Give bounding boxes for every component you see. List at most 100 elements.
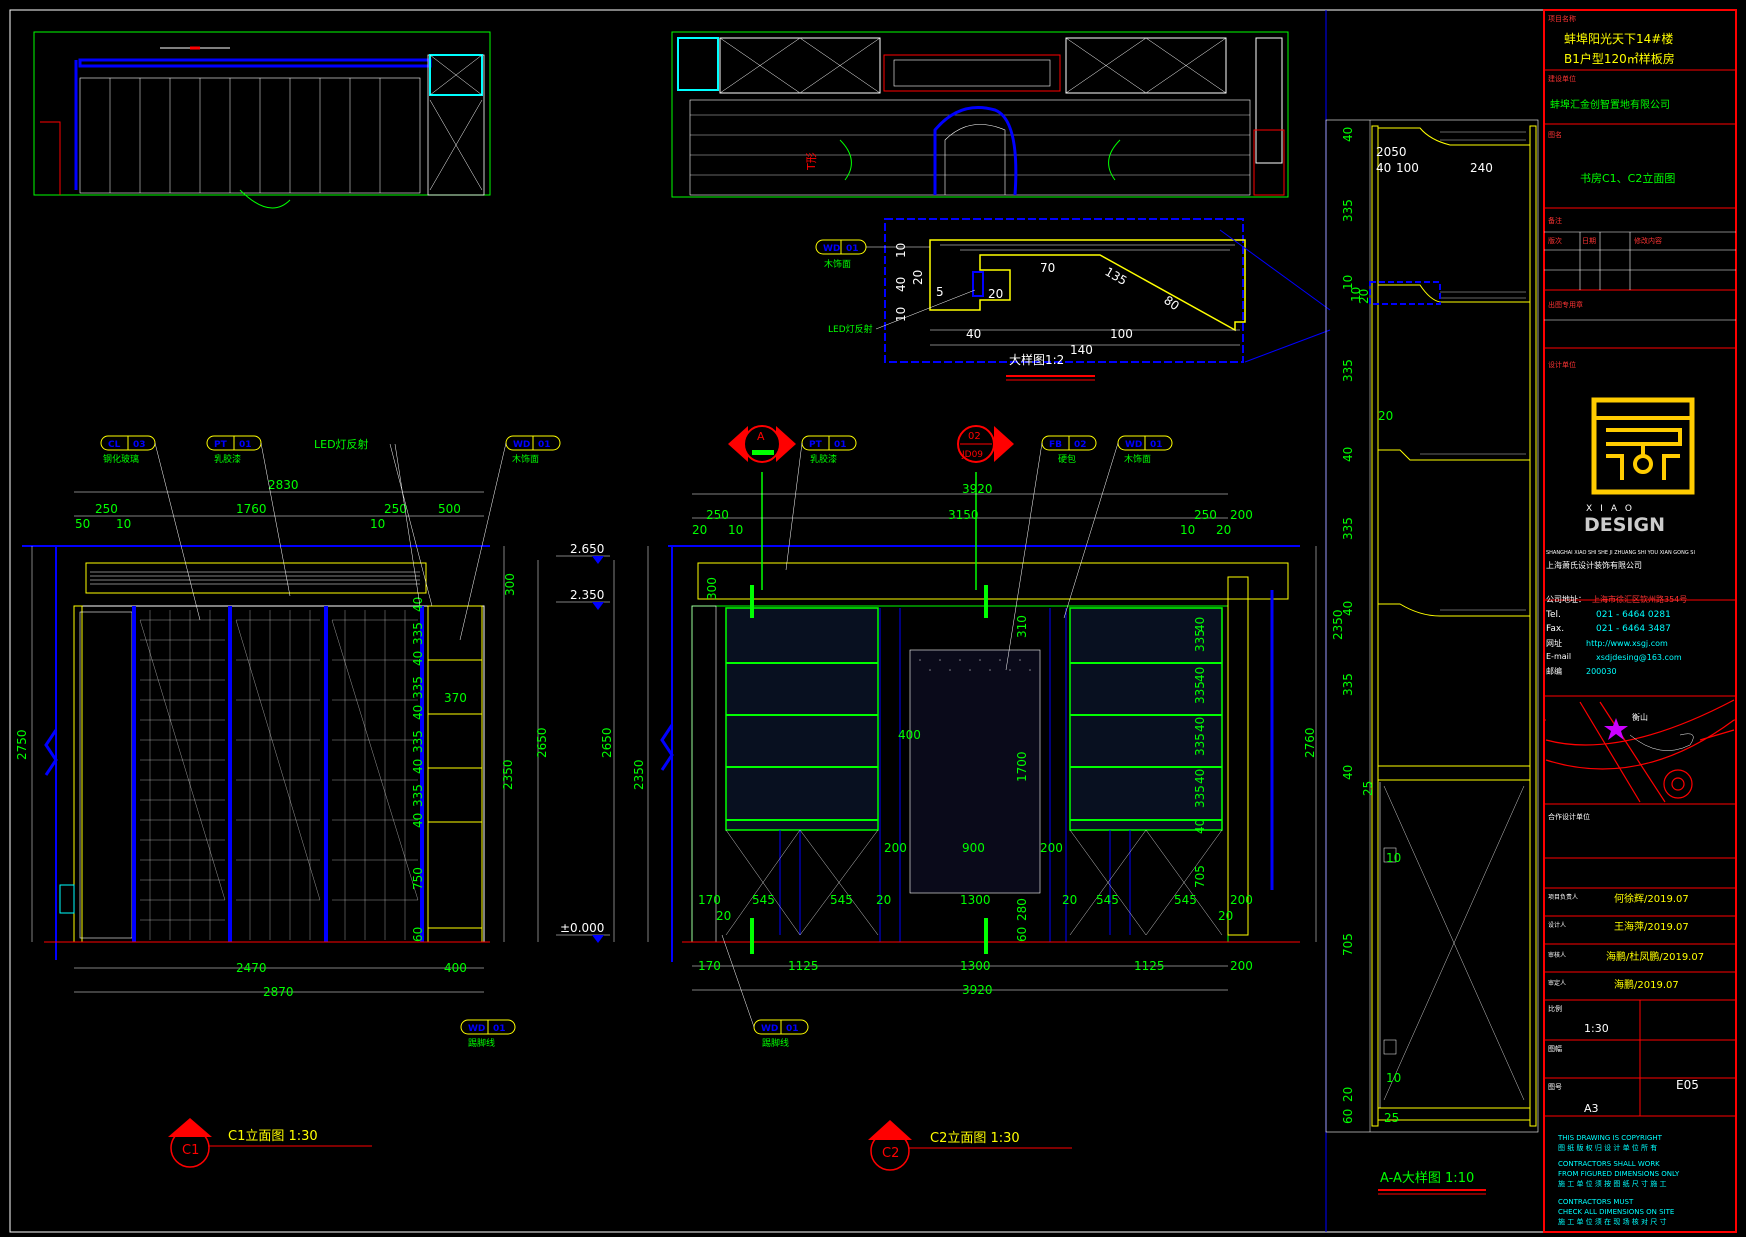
dim: 2650 [600, 727, 614, 758]
dim: 2470 [236, 961, 267, 975]
tag-num: 01 [834, 440, 847, 450]
dim: 40 [1376, 161, 1391, 175]
dim: 335 [1341, 359, 1355, 382]
dim: 900 [962, 841, 985, 855]
email-label: E-mail [1546, 652, 1572, 661]
dim: 1125 [1134, 959, 1165, 973]
dim: 335 [1193, 681, 1207, 704]
project-name-2: B1户型120㎡样板房 [1564, 52, 1675, 66]
sign-2-label: 设计人 [1548, 922, 1567, 929]
sign-3-label: 审核人 [1548, 952, 1567, 959]
c1-dims: 2830 50 250 10 1760 10 250 500 2750 300 … [15, 478, 549, 999]
dim: 25 [1361, 781, 1375, 796]
dim: 250 [706, 508, 729, 522]
company-en: SHANGHAI XIAO SHI SHE JI ZHUANG SHI YOU … [1546, 550, 1695, 556]
dim: 40 [1341, 765, 1355, 780]
sign-1: 何徐辉/2019.07 [1614, 894, 1689, 905]
dim: 1700 [1015, 751, 1029, 782]
title-block: 项目名称 蚌埠阳光天下14#楼 B1户型120㎡样板房 建设单位 蚌埠汇金创智置… [1544, 10, 1736, 1232]
post-label: 邮编 [1546, 667, 1562, 676]
tag-note: 乳胶漆 [810, 453, 837, 465]
tag-code: WD [468, 1024, 485, 1034]
email: xsdjdesing@163.com [1596, 653, 1682, 662]
c1-title: C1 C1立面图 1:30 [168, 1118, 372, 1168]
contractors-6: 施 工 单 位 须 在 现 场 核 对 尺 寸 [1558, 1218, 1667, 1226]
dim: 310 [1015, 615, 1029, 638]
dim: 250 [95, 502, 118, 516]
tag-code: WD [761, 1024, 778, 1034]
contractors-1: CONTRACTORS SHALL WORK [1558, 1160, 1660, 1168]
dim: 100 [1110, 327, 1133, 341]
dim: 40 [1193, 819, 1207, 834]
dim: 40 [1341, 447, 1355, 462]
tag-code: PT [809, 440, 823, 450]
tag-code: WD [513, 440, 530, 450]
tag-note: 木饰面 [512, 453, 539, 465]
dim: 40 [1193, 617, 1207, 632]
dim: 40 [1193, 769, 1207, 784]
dim: 335 [1341, 199, 1355, 222]
dim: 2050 [1376, 145, 1407, 159]
address-label: 公司地址： [1546, 595, 1586, 604]
section-mark-ref: 02 JD09 [957, 425, 1014, 463]
led-label: LED灯反射 [828, 323, 873, 335]
dim: 20 [692, 523, 707, 537]
material-tag: WD 01 木饰面 [815, 239, 930, 270]
remark-label: 备注 [1548, 217, 1562, 225]
level-text: ±0.000 [560, 921, 604, 935]
logo-text-2: DESIGN [1584, 514, 1666, 536]
dim: 335 [1193, 785, 1207, 808]
tag-code: WD [1125, 440, 1142, 450]
dim: 20 [1218, 909, 1233, 923]
view-title: C2立面图 1:30 [930, 1131, 1020, 1146]
level-marks: 2.650 2.350 ±0.000 [556, 542, 610, 943]
tag-note: 硬包 [1058, 453, 1076, 465]
dim: 10 [1341, 275, 1355, 290]
contractors-3: 施 工 单 位 须 按 图 纸 尺 寸 施 工 [1558, 1180, 1667, 1188]
address: 上海市徐汇区钦州路354号 [1592, 595, 1688, 604]
dim: 80 [1161, 293, 1182, 313]
tag-num: 01 [786, 1024, 799, 1034]
tag-code: FB [1049, 440, 1062, 450]
tag-note: 乳胶漆 [214, 453, 241, 465]
level-text: 2.650 [570, 542, 604, 556]
view-label: C1 [182, 1143, 199, 1158]
dim: 100 [1396, 161, 1419, 175]
tag-num: 01 [538, 440, 551, 450]
dim: 300 [503, 573, 517, 596]
dim: 335 [1341, 517, 1355, 540]
aa-section: 40 2050 40 100 240 335 10 10 20 335 20 4… [1325, 119, 1539, 1195]
c2-elevation: A 02 JD09 PT 01 乳胶漆 FB 02 硬包 WD 01 木饰面 [600, 425, 1317, 1171]
tag-note: 钢化玻璃 [103, 453, 139, 465]
dim: 10 [370, 517, 385, 531]
date-label: 日期 [1582, 237, 1596, 245]
tag-num: 01 [846, 244, 859, 254]
dim: 20 [911, 270, 925, 285]
tag-note: 木饰面 [824, 258, 851, 270]
dim: 200 [884, 841, 907, 855]
dim: 170 [698, 959, 721, 973]
dim: 2650 [535, 727, 549, 758]
detail-view: 大样图1:2 10 40 20 5 10 70 20 40 100 140 80… [815, 218, 1331, 381]
sign-1-label: 项目负责人 [1548, 894, 1579, 901]
copyright-1: THIS DRAWING IS COPYRIGHT [1558, 1134, 1662, 1142]
company-cn: 上海萧氏设计装饰有限公司 [1546, 561, 1642, 570]
scale-label: 比例 [1548, 1005, 1562, 1013]
dim: 335 [411, 676, 425, 699]
ref-code: JD09 [961, 450, 983, 460]
dim: 20 [1357, 289, 1371, 304]
tag-num: 01 [239, 440, 252, 450]
web: http://www.xsgj.com [1586, 639, 1668, 648]
ref-num: 02 [968, 431, 981, 442]
fax-label: Fax. [1546, 624, 1565, 634]
dim: 135 [1103, 264, 1130, 288]
dim: 20 [1216, 523, 1231, 537]
dim: 40 [411, 813, 425, 828]
dim: 40 [1193, 667, 1207, 682]
copyright-2: 图 纸 版 权 归 设 计 单 位 所 有 [1558, 1144, 1658, 1152]
section-letter: A [757, 430, 765, 443]
dim: 10 [894, 243, 908, 258]
company-label: 设计单位 [1548, 361, 1576, 369]
